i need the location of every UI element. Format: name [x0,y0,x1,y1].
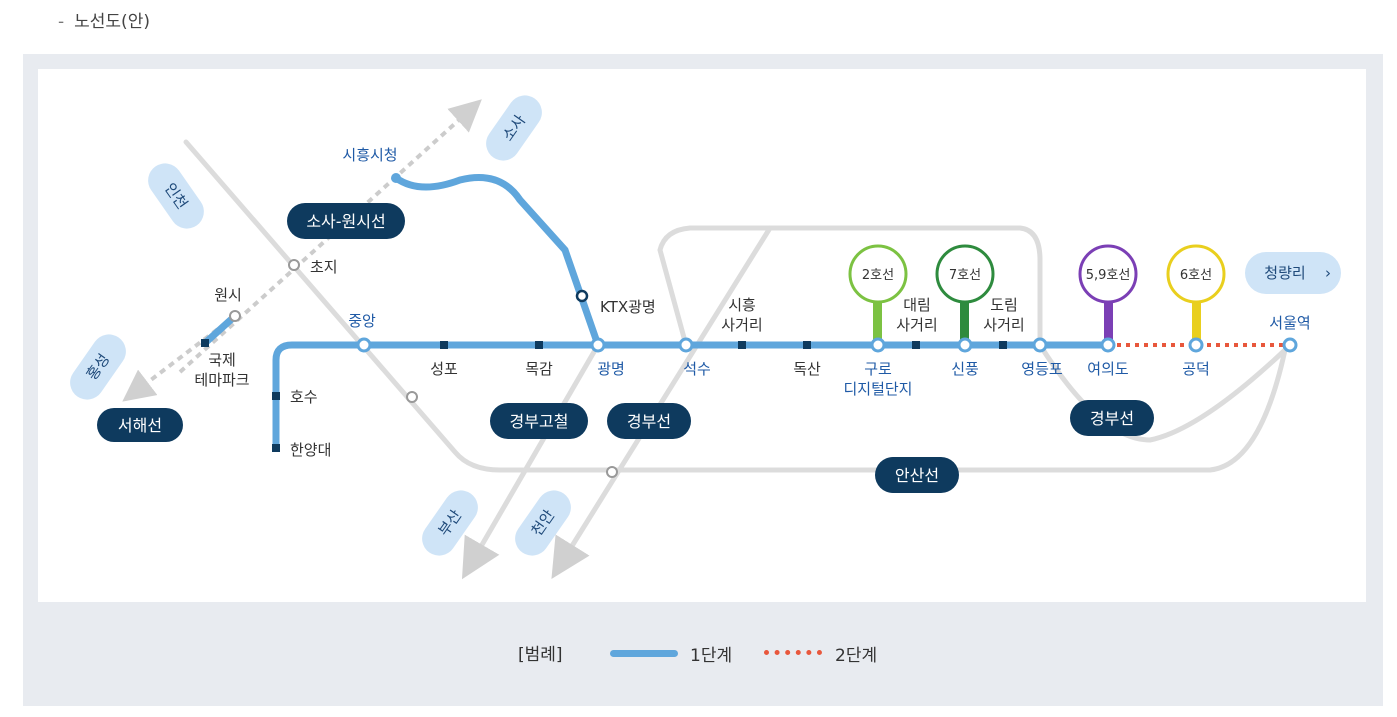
line-gyeongbu-cheonan [657,225,1043,348]
station-yeouido: 여의도 [1087,360,1129,378]
dotted-lines [122,99,482,402]
station-markers [201,173,1298,478]
page-heading: -노선도(안) [58,7,150,32]
line7-badge [935,244,995,304]
siheung-branch [392,174,602,349]
legend-phase2-label: 2단계 [835,646,878,666]
station-seoksu: 석수 [683,360,711,378]
station-hanyangdae: 한양대 [290,441,331,459]
station-mokgam: 목감 [525,360,553,378]
line6-badge [1166,244,1226,304]
pill-gyeongbu-high: 경부고철 [510,412,569,431]
line-hongseong-dotted [122,314,237,402]
heading-title: 노선도(안) [74,12,150,32]
main-line [272,341,1112,452]
station-hosu: 호수 [290,388,318,406]
heading-bullet: - [58,12,65,32]
line-cheonan [551,225,773,579]
line2-label: 2호선 [862,268,894,283]
line-pills: 소사-원시선 서해선 경부고철 경부선 경부선 안산선 [97,203,1154,493]
line2-badge [848,244,908,304]
transfer-stems [873,302,1201,342]
station-yeongdeungpo: 영등포 [1021,360,1063,378]
legend: [범례] 1단계 2단계 [0,640,1397,668]
station-gukje-2: 테마파크 [194,371,249,389]
pill-gyeongbu-1: 경부선 [627,412,671,431]
pill-ansan: 안산선 [895,466,939,485]
background-lines [183,139,1288,580]
line6-label: 6호선 [1180,268,1212,283]
line-gyeongbu-lower [1037,342,1288,443]
station-siheung-2: 사거리 [721,316,762,334]
transfer-badges: 2호선 7호선 5,9호선 6호선 [848,244,1226,304]
wonsi-branch [201,312,239,347]
legend-phase1-swatch [610,650,678,657]
station-seoul: 서울역 [1269,314,1310,332]
dir-cheongnyangni: 청량리 [1264,264,1305,282]
line59-label: 5,9호선 [1086,268,1131,283]
legend-phase2-swatch [764,650,822,655]
station-doksan: 독산 [793,360,821,378]
chevron-right-icon: › [1325,264,1331,282]
station-dorim-2: 사거리 [983,316,1024,334]
line-sosa-dotted [178,99,482,374]
station-siheung-sicheong: 시흥시청 [342,146,397,164]
station-daerim-1: 대림 [903,296,931,314]
station-gukje-1: 국제 [208,351,236,369]
station-gongdeok: 공덕 [1182,360,1210,378]
pill-seohae: 서해선 [118,416,162,435]
station-wonsi: 원시 [214,286,242,304]
station-guro-1: 구로 [864,360,892,378]
station-daerim-2: 사거리 [896,316,937,334]
legend-title: [범례] [518,645,563,665]
station-sinpung: 신풍 [951,360,979,378]
pill-gyeongbu-2: 경부선 [1090,409,1134,428]
station-jungang: 중앙 [348,312,376,330]
station-gwangmyeong: 광명 [597,360,625,378]
phase1-line [201,174,1112,452]
station-ktx-gwangmyeong: KTX광명 [600,298,656,316]
line7-label: 7호선 [949,268,981,283]
station-dorim-1: 도림 [990,296,1018,314]
station-siheung-1: 시흥 [728,296,756,314]
line59-badge [1078,244,1138,304]
line-incheon-diagonal [183,139,1288,473]
station-seongpo: 성포 [430,360,458,378]
station-labels: 한양대 호수 중앙 성포 목감 광명 석수 시흥 사거리 독산 구로 디지털단지… [194,146,1310,459]
station-guro-2: 디지털단지 [843,380,912,398]
pill-sosa-wonsi: 소사-원시선 [306,212,385,231]
direction-bubbles: 인천 소사 홍성 부산 천안 청량리 › [70,95,1341,556]
station-choji: 초지 [310,258,338,276]
legend-phase1-label: 1단계 [690,646,733,666]
line-gyeongbu-high [461,342,601,580]
